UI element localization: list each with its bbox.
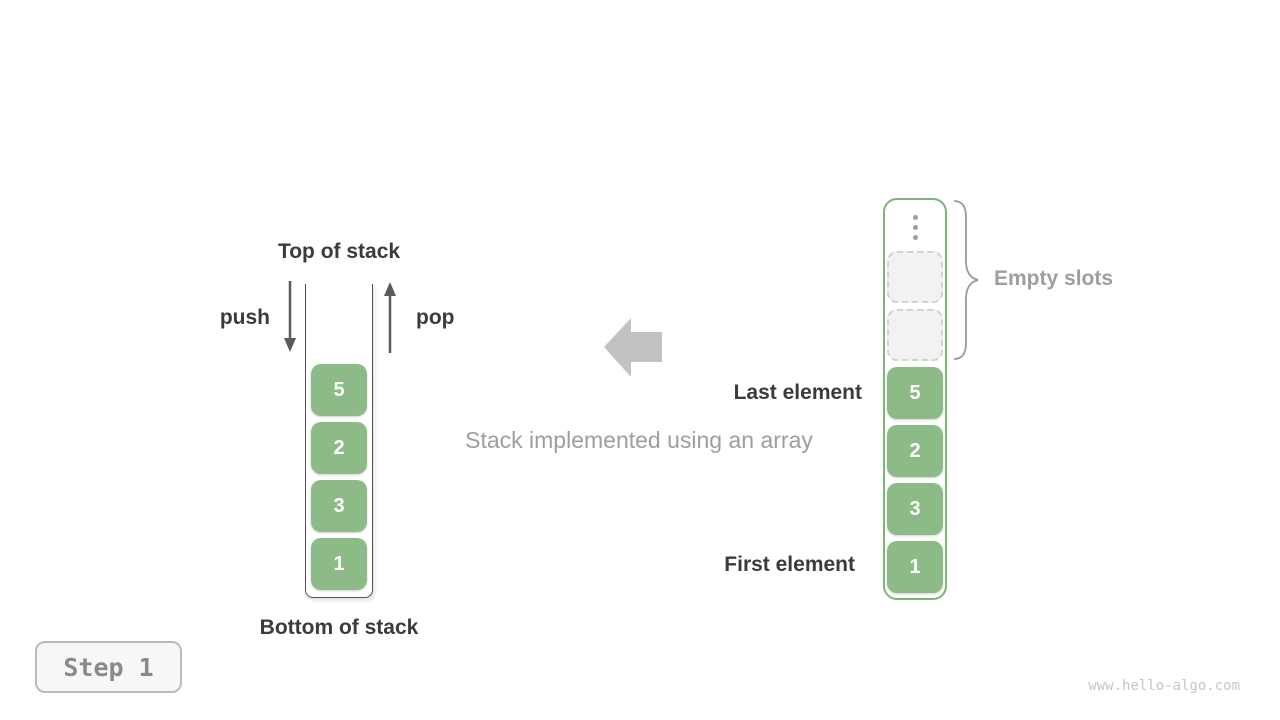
- array-cell: 1: [887, 541, 943, 593]
- step-badge: Step 1: [35, 641, 182, 693]
- caption-text: Stack implemented using an array: [465, 427, 813, 453]
- last-element-label: Last element: [733, 381, 862, 404]
- arrow-left-icon: [604, 318, 662, 377]
- ellipsis-icon: [912, 208, 918, 246]
- push-arrow-down-icon: [284, 281, 296, 352]
- empty-slot: [887, 251, 943, 303]
- array-slots: 5 2 3 1: [887, 251, 943, 593]
- bottom-of-stack-label: Bottom of stack: [259, 616, 419, 639]
- array-container: 5 2 3 1: [883, 198, 947, 600]
- array-cell: 2: [887, 425, 943, 477]
- top-of-stack-label: Top of stack: [277, 240, 401, 263]
- stack-cell: 5: [311, 364, 367, 416]
- watermark-text: www.hello-algo.com: [1088, 678, 1240, 694]
- empty-slot: [887, 309, 943, 361]
- stack-cell: 3: [311, 480, 367, 532]
- stack-cell: 1: [311, 538, 367, 590]
- stack-container: 5 2 3 1: [305, 284, 373, 598]
- array-cell: 3: [887, 483, 943, 535]
- array-cell: 5: [887, 367, 943, 419]
- stack-cell: 2: [311, 422, 367, 474]
- curly-brace-icon: [953, 200, 979, 360]
- empty-slots-label: Empty slots: [994, 267, 1114, 290]
- pop-arrow-up-icon: [384, 282, 396, 353]
- first-element-label: First element: [724, 553, 855, 576]
- pop-label: pop: [416, 306, 455, 329]
- push-label: push: [219, 306, 270, 329]
